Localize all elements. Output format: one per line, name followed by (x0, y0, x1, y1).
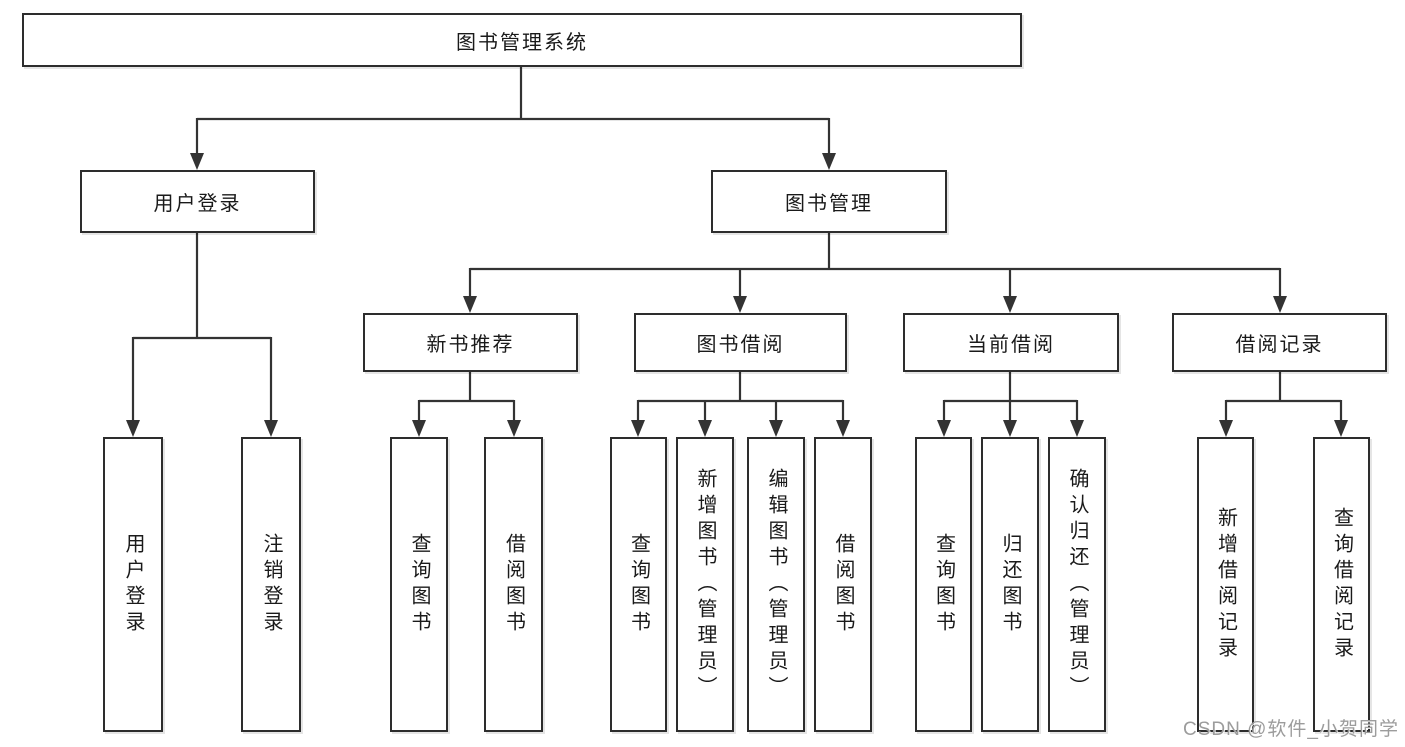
leaf-confirm-return-admin-label: 确认归还（管理员） (1066, 467, 1088, 702)
leaf-query-book-newrec-label: 查询图书 (408, 532, 430, 637)
leaf-borrow-book-newrec: 借阅图书 (484, 437, 543, 732)
leaf-query-borrow-record-label: 查询借阅记录 (1330, 506, 1353, 663)
leaf-edit-book-admin: 编辑图书（管理员） (747, 437, 805, 732)
leaf-query-book-borrow-label: 查询图书 (627, 532, 650, 637)
node-root-label: 图书管理系统 (456, 31, 588, 54)
leaf-logout: 注销登录 (241, 437, 301, 732)
node-borrow-records: 借阅记录 (1172, 313, 1387, 372)
node-current-borrow-label: 当前借阅 (967, 334, 1055, 356)
leaf-borrow-book-borrow: 借阅图书 (814, 437, 872, 732)
leaf-edit-book-admin-label: 编辑图书（管理员） (765, 467, 787, 702)
leaf-add-borrow-record: 新增借阅记录 (1197, 437, 1254, 732)
leaf-add-borrow-record-label: 新增借阅记录 (1214, 506, 1237, 663)
leaf-add-book-admin: 新增图书（管理员） (676, 437, 734, 732)
leaf-user-login-label: 用户登录 (122, 532, 144, 637)
node-book-management: 图书管理 (711, 170, 947, 233)
node-book-management-label: 图书管理 (785, 193, 873, 215)
leaf-add-book-admin-label: 新增图书（管理员） (694, 467, 716, 702)
leaf-return-book-label: 归还图书 (999, 532, 1021, 637)
leaf-borrow-book-newrec-label: 借阅图书 (502, 532, 525, 637)
leaf-return-book: 归还图书 (981, 437, 1039, 732)
node-user-login-label: 用户登录 (153, 193, 242, 215)
node-root: 图书管理系统 (22, 13, 1022, 67)
leaf-query-borrow-record: 查询借阅记录 (1313, 437, 1370, 732)
node-new-book-recommend: 新书推荐 (363, 313, 578, 372)
node-user-login: 用户登录 (80, 170, 315, 233)
node-new-book-recommend-label: 新书推荐 (426, 334, 515, 356)
leaf-user-login: 用户登录 (103, 437, 163, 732)
node-borrow-records-label: 借阅记录 (1235, 334, 1324, 356)
leaf-query-book-current-label: 查询图书 (932, 532, 955, 637)
node-book-borrow: 图书借阅 (634, 313, 847, 372)
leaf-query-book-newrec: 查询图书 (390, 437, 448, 732)
node-current-borrow: 当前借阅 (903, 313, 1119, 372)
leaf-confirm-return-admin: 确认归还（管理员） (1048, 437, 1106, 732)
leaf-borrow-book-borrow-label: 借阅图书 (832, 532, 854, 637)
csdn-watermark: CSDN @软件_小贺同学 (1183, 719, 1399, 740)
leaf-query-book-current: 查询图书 (915, 437, 972, 732)
leaf-query-book-borrow: 查询图书 (610, 437, 667, 732)
node-book-borrow-label: 图书借阅 (696, 334, 785, 356)
leaf-logout-label: 注销登录 (260, 532, 282, 637)
